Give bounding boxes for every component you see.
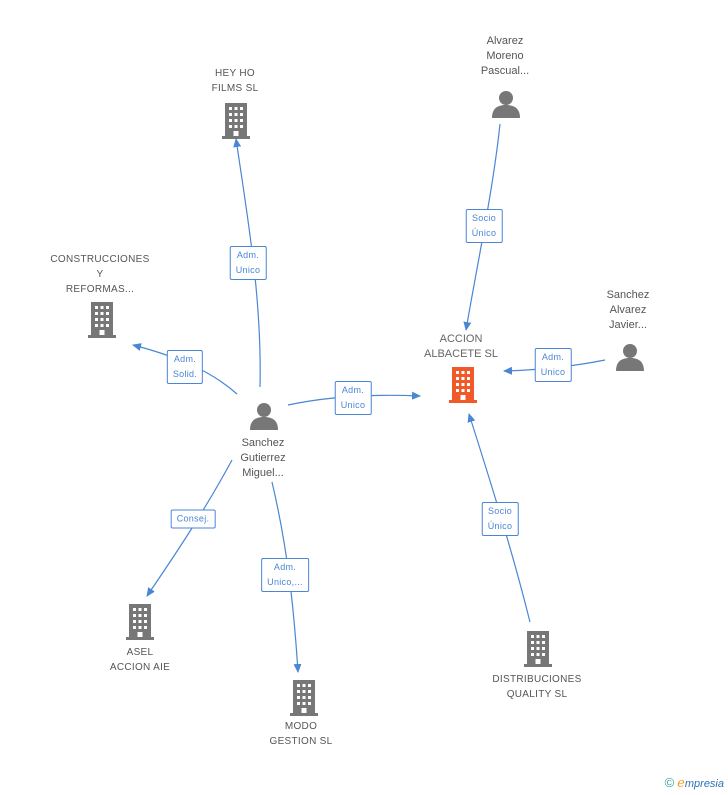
building-icon[interactable] bbox=[126, 604, 154, 640]
edge-label-modo[interactable]: Adm. Unico,... bbox=[261, 558, 309, 592]
node-label-accion-albacete[interactable]: ACCION ALBACETE SL bbox=[424, 333, 498, 360]
node-label-hey-ho[interactable]: HEY HO FILMS SL bbox=[211, 68, 259, 94]
edge-label-construcciones[interactable]: Adm. Solid. bbox=[166, 350, 204, 384]
building-icon[interactable] bbox=[222, 103, 250, 139]
edge-label-sanchez-alvarez[interactable]: Adm. Unico bbox=[534, 348, 572, 382]
building-icon[interactable] bbox=[88, 302, 116, 338]
person-icon[interactable] bbox=[492, 91, 520, 118]
building-icon[interactable] bbox=[524, 631, 552, 667]
building-icon[interactable] bbox=[449, 367, 477, 403]
node-label-construcciones[interactable]: CONSTRUCCIONES Y REFORMAS... bbox=[50, 254, 150, 295]
edge-label-distribuciones[interactable]: Socio Único bbox=[481, 502, 519, 536]
edge-line-asel bbox=[146, 459, 233, 597]
node-label-sanchez-alvarez[interactable]: Sanchez Alvarez Javier... bbox=[606, 289, 650, 331]
person-icon[interactable] bbox=[250, 403, 278, 430]
edge-label-hey-ho[interactable]: Adm. Unico bbox=[229, 246, 267, 280]
person-icon[interactable] bbox=[616, 344, 644, 371]
node-label-alvarez[interactable]: Alvarez Moreno Pascual... bbox=[480, 35, 530, 77]
node-label-asel[interactable]: ASEL ACCION AIE bbox=[109, 647, 171, 673]
empresia-logo: ©empresia bbox=[664, 775, 724, 791]
edge-label-asel[interactable]: Consej. bbox=[170, 509, 216, 529]
node-label-modo[interactable]: MODO GESTION SL bbox=[269, 721, 333, 747]
node-label-sanchez-gutierrez[interactable]: Sanchez Gutierrez Miguel... bbox=[240, 437, 286, 479]
edge-label-accion-from-sg[interactable]: Adm. Unico bbox=[334, 381, 372, 415]
copyright-icon: © bbox=[664, 775, 675, 790]
edge-label-alvarez[interactable]: Socio Único bbox=[465, 209, 503, 243]
building-icon[interactable] bbox=[290, 680, 318, 716]
node-label-distribuciones[interactable]: DISTRIBUCIONES QUALITY SL bbox=[492, 674, 582, 700]
